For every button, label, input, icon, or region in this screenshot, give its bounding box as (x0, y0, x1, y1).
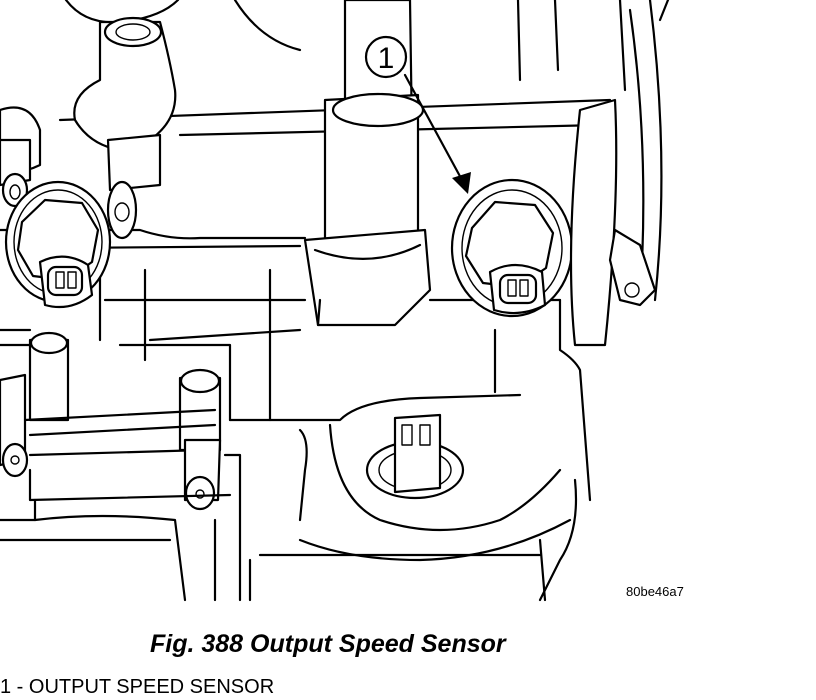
input-speed-sensor (4, 180, 112, 309)
callout-1: 1 (364, 35, 471, 194)
image-code: 80be46a7 (626, 584, 684, 599)
callout-number: 1 (378, 42, 395, 75)
left-pipe-stubs (0, 106, 42, 208)
right-bracket (569, 98, 657, 347)
figure-caption: Fig. 388 Output Speed Sensor (150, 630, 506, 658)
upper-fitting (73, 16, 177, 240)
valve-body (0, 328, 242, 602)
lower-connector (365, 413, 465, 500)
output-speed-sensor (450, 178, 574, 318)
figure-legend: 1 - OUTPUT SPEED SENSOR (0, 676, 275, 698)
output-speed-sensor-illustration: 1 80be46a7 (0, 0, 684, 602)
